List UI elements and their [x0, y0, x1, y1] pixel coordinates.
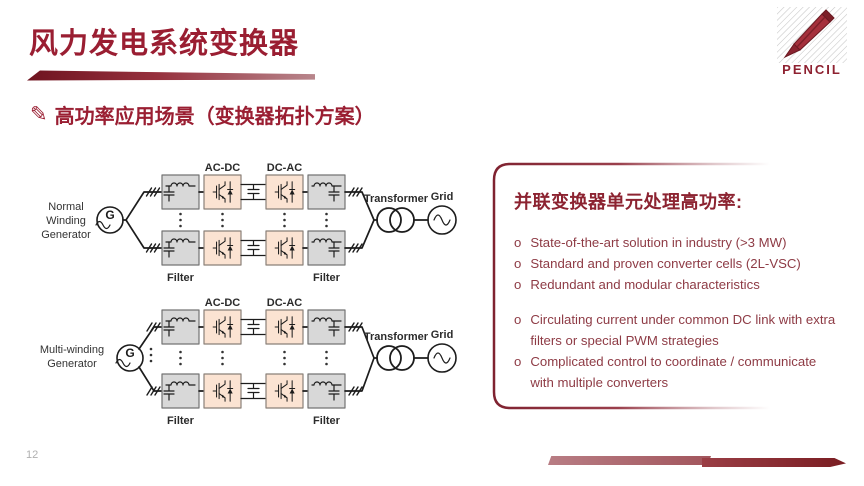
generator-label-line: Multi-winding [40, 344, 104, 356]
label-filter-in: Filter [167, 415, 195, 427]
title-underline-bar [27, 70, 315, 81]
transformer-symbol [376, 207, 415, 233]
footer-decoration-bar-dark [702, 458, 846, 467]
ellipsis-dots [283, 350, 286, 366]
three-phase-mark [348, 187, 363, 197]
label-transformer: Transformer [364, 331, 429, 343]
ellipsis-dots [179, 212, 182, 228]
three-phase-mark [146, 386, 161, 396]
grid-symbol [427, 205, 457, 235]
three-phase-mark [348, 243, 363, 253]
converter-cell-row [162, 175, 345, 209]
generator-label-line: Generator [41, 229, 91, 241]
bullet-text: Complicated control to coordinate / comm… [530, 354, 817, 390]
three-phase-mark [348, 322, 363, 332]
label-transformer: Transformer [364, 193, 429, 205]
ellipsis-dots [221, 212, 224, 228]
list-item: o Circulating current under common DC li… [514, 309, 838, 351]
list-item: o Complicated control to coordinate / co… [514, 351, 838, 393]
three-phase-mark [146, 322, 161, 332]
transformer-symbol [376, 345, 415, 371]
bullet-text: Circulating current under common DC link… [530, 312, 836, 348]
three-phase-mark [348, 386, 363, 396]
bullet-marker: o [514, 312, 522, 327]
label-filter-in: Filter [167, 272, 195, 284]
bullet-text: State-of-the-art solution in industry (>… [530, 235, 787, 250]
input-wires [122, 191, 163, 249]
bullet-marker: o [514, 235, 522, 250]
bullet-list: o State-of-the-art solution in industry … [514, 232, 838, 393]
generator-label-line: Generator [47, 358, 97, 370]
pencil-logo-graphic: PENCIL [777, 7, 847, 77]
bullet-marker: o [514, 256, 522, 271]
label-dc-ac: DC-AC [267, 297, 302, 309]
list-item: o Standard and proven converter cells (2… [514, 253, 838, 274]
ellipsis-dots [221, 350, 224, 366]
pencil-marker-icon: ✎ [30, 103, 48, 126]
generator-letter: G [125, 346, 134, 360]
three-phase-mark [145, 187, 161, 197]
label-filter-out: Filter [313, 272, 341, 284]
label-ac-dc: AC-DC [205, 162, 240, 174]
page-number: 12 [26, 449, 39, 461]
bullet-text: Redundant and modular characteristics [530, 277, 760, 292]
topology-diagram-multi-winding: Multi-winding Generator G AC-DC DC-AC Fi… [40, 297, 457, 427]
logo-text: PENCIL [782, 62, 842, 77]
panel-heading: 并联变换器单元处理高功率: [514, 192, 743, 212]
converter-cell-row [162, 231, 345, 265]
section-subtitle-row: ✎ 高功率应用场景（变换器拓扑方案） [30, 100, 375, 129]
ellipsis-dots [283, 212, 286, 228]
output-wires [344, 326, 378, 392]
info-panel: 并联变换器单元处理高功率: o State-of-the-art solutio… [488, 160, 860, 412]
winding-dots [149, 347, 153, 363]
generator-letter: G [105, 208, 114, 222]
grid-symbol [427, 343, 457, 373]
converter-cell-row [162, 310, 345, 344]
generator-label-line: Winding [46, 215, 86, 227]
three-phase-mark [145, 243, 161, 253]
panel-border [492, 162, 770, 410]
section-subtitle: 高功率应用场景（变换器拓扑方案） [54, 106, 375, 128]
label-grid: Grid [431, 191, 454, 203]
label-grid: Grid [431, 329, 454, 341]
topology-diagram-normal-winding: Normal Winding Generator G AC-DC DC-AC F… [41, 162, 457, 284]
label-dc-ac: DC-AC [267, 162, 302, 174]
output-wires [344, 191, 378, 249]
list-item: o Redundant and modular characteristics [514, 274, 838, 295]
ellipsis-dots [325, 350, 328, 366]
converter-cell-row [162, 374, 345, 408]
pencil-icon [783, 9, 835, 59]
footer-decoration-bar-light [548, 456, 711, 465]
bullet-marker: o [514, 354, 522, 369]
ellipsis-dots [179, 350, 182, 366]
generator-label-line: Normal [48, 201, 83, 213]
label-ac-dc: AC-DC [205, 297, 240, 309]
pencil-logo: PENCIL [773, 5, 851, 79]
page-title: 风力发电系统变换器 [29, 28, 300, 60]
bullet-text: Standard and proven converter cells (2L-… [530, 256, 801, 271]
list-item: o State-of-the-art solution in industry … [514, 232, 838, 253]
ellipsis-dots [325, 212, 328, 228]
label-filter-out: Filter [313, 415, 341, 427]
bullet-marker: o [514, 277, 522, 292]
